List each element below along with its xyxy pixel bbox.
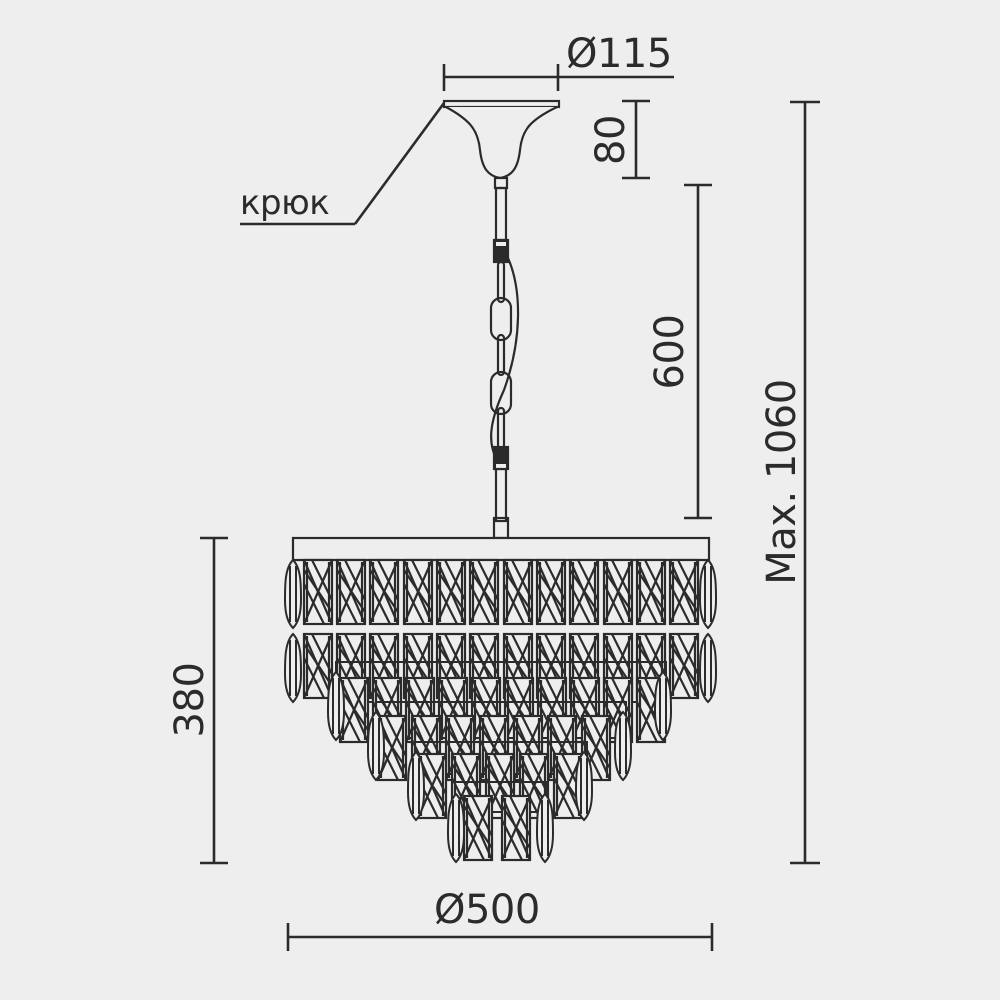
- canopy: [442, 99, 561, 190]
- canopy-diameter-label: Ø115: [566, 31, 672, 77]
- canopy-height-label: 80: [588, 115, 634, 165]
- dimension-lines: [200, 64, 820, 951]
- suspension-chain: [489, 186, 520, 540]
- top-frame: [291, 536, 711, 562]
- chain-length-label: 600: [647, 314, 693, 390]
- tier-1-row-a: [284, 558, 717, 629]
- body-height-label: 380: [167, 662, 213, 738]
- tier-5: [447, 781, 554, 863]
- hook-callout-label: крюк: [240, 183, 330, 223]
- tier-4: [407, 741, 593, 821]
- tier-3: [367, 701, 632, 782]
- body-diameter-label: Ø500: [434, 887, 540, 933]
- max-height-label: Max. 1060: [759, 379, 805, 585]
